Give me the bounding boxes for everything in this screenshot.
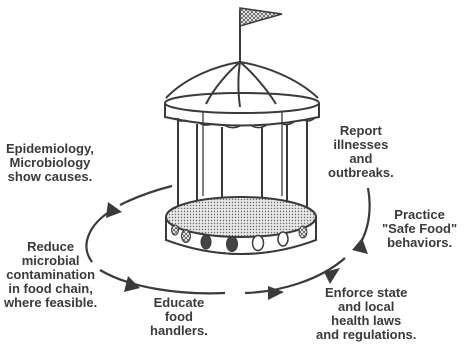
epidemiology-label: Epidemiology, Microbiology show causes. xyxy=(6,142,94,184)
carousel-canopy xyxy=(165,62,319,128)
report-illnesses-label: Report illnesses and outbreaks. xyxy=(328,124,394,180)
reduce-contamination-label: Reduce microbial contamination in food c… xyxy=(4,240,97,310)
educate-handlers-label: Educate food handlers. xyxy=(150,296,208,338)
carousel-icon xyxy=(165,8,319,254)
practice-safe-food-label: Practice "Safe Food" behaviors. xyxy=(382,208,457,250)
arrowhead-icon xyxy=(352,238,368,254)
cycle-arrow-icon xyxy=(120,186,172,205)
pennant-flag-icon xyxy=(240,8,282,26)
enforce-laws-label: Enforce state and local health laws and … xyxy=(316,286,416,342)
arrowhead-icon xyxy=(106,202,122,218)
cycle-arrow-icon xyxy=(100,270,225,293)
carousel-platform xyxy=(166,197,316,254)
